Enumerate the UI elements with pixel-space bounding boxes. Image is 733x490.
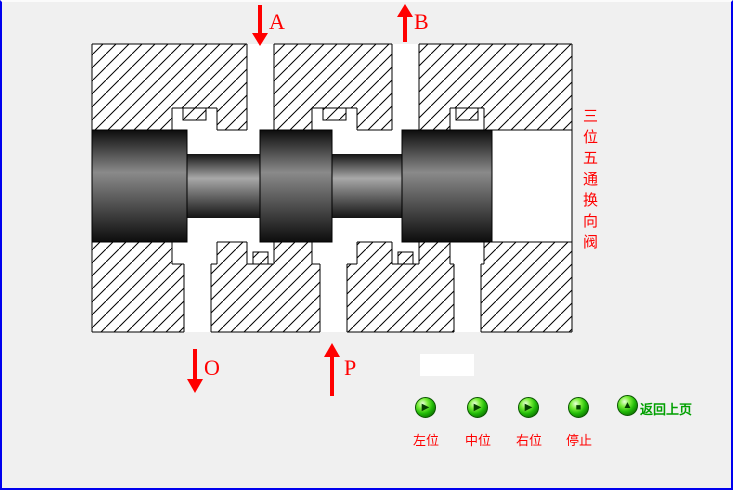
- right-position-label: 右位: [515, 433, 542, 448]
- spool-land-left: [91, 129, 188, 243]
- port-p-label: P: [344, 355, 356, 380]
- middle-position-label: 中位: [464, 433, 491, 448]
- play-icon: ▶: [473, 401, 482, 413]
- valve-spool: [91, 129, 493, 243]
- middle-position-button[interactable]: ▶: [467, 397, 488, 418]
- left-position-label: 左位: [412, 433, 439, 448]
- valve-diagram: A B O P: [91, 4, 573, 396]
- play-icon: ▶: [421, 401, 430, 413]
- port-a-label: A: [269, 9, 285, 34]
- port-b-label: B: [414, 9, 429, 34]
- back-to-previous-page-link[interactable]: 返回上页: [640, 402, 693, 417]
- port-o-arrow-down: [187, 349, 203, 393]
- back-button[interactable]: ▲: [617, 395, 638, 416]
- stop-button[interactable]: ■: [568, 397, 589, 418]
- play-icon: ▶: [524, 401, 533, 413]
- up-triangle-icon: ▲: [622, 399, 633, 411]
- blank-panel: [420, 354, 474, 376]
- port-o-label: O: [204, 355, 220, 380]
- spool-land-right: [401, 129, 493, 243]
- port-arrows: A B O P: [187, 4, 429, 396]
- port-p-arrow-up: [324, 343, 340, 396]
- port-a-arrow-down: [252, 5, 268, 46]
- stop-label: 停止: [565, 433, 592, 448]
- groove-bosses: [182, 107, 479, 265]
- stop-icon: ■: [575, 402, 582, 412]
- spool-land-middle: [259, 129, 333, 243]
- left-position-button[interactable]: ▶: [415, 397, 436, 418]
- body-outlines: [91, 43, 573, 333]
- right-position-button[interactable]: ▶: [518, 397, 539, 418]
- valve-title-vertical: 三位五通换向阀: [581, 108, 598, 255]
- port-b-arrow-up: [397, 4, 413, 42]
